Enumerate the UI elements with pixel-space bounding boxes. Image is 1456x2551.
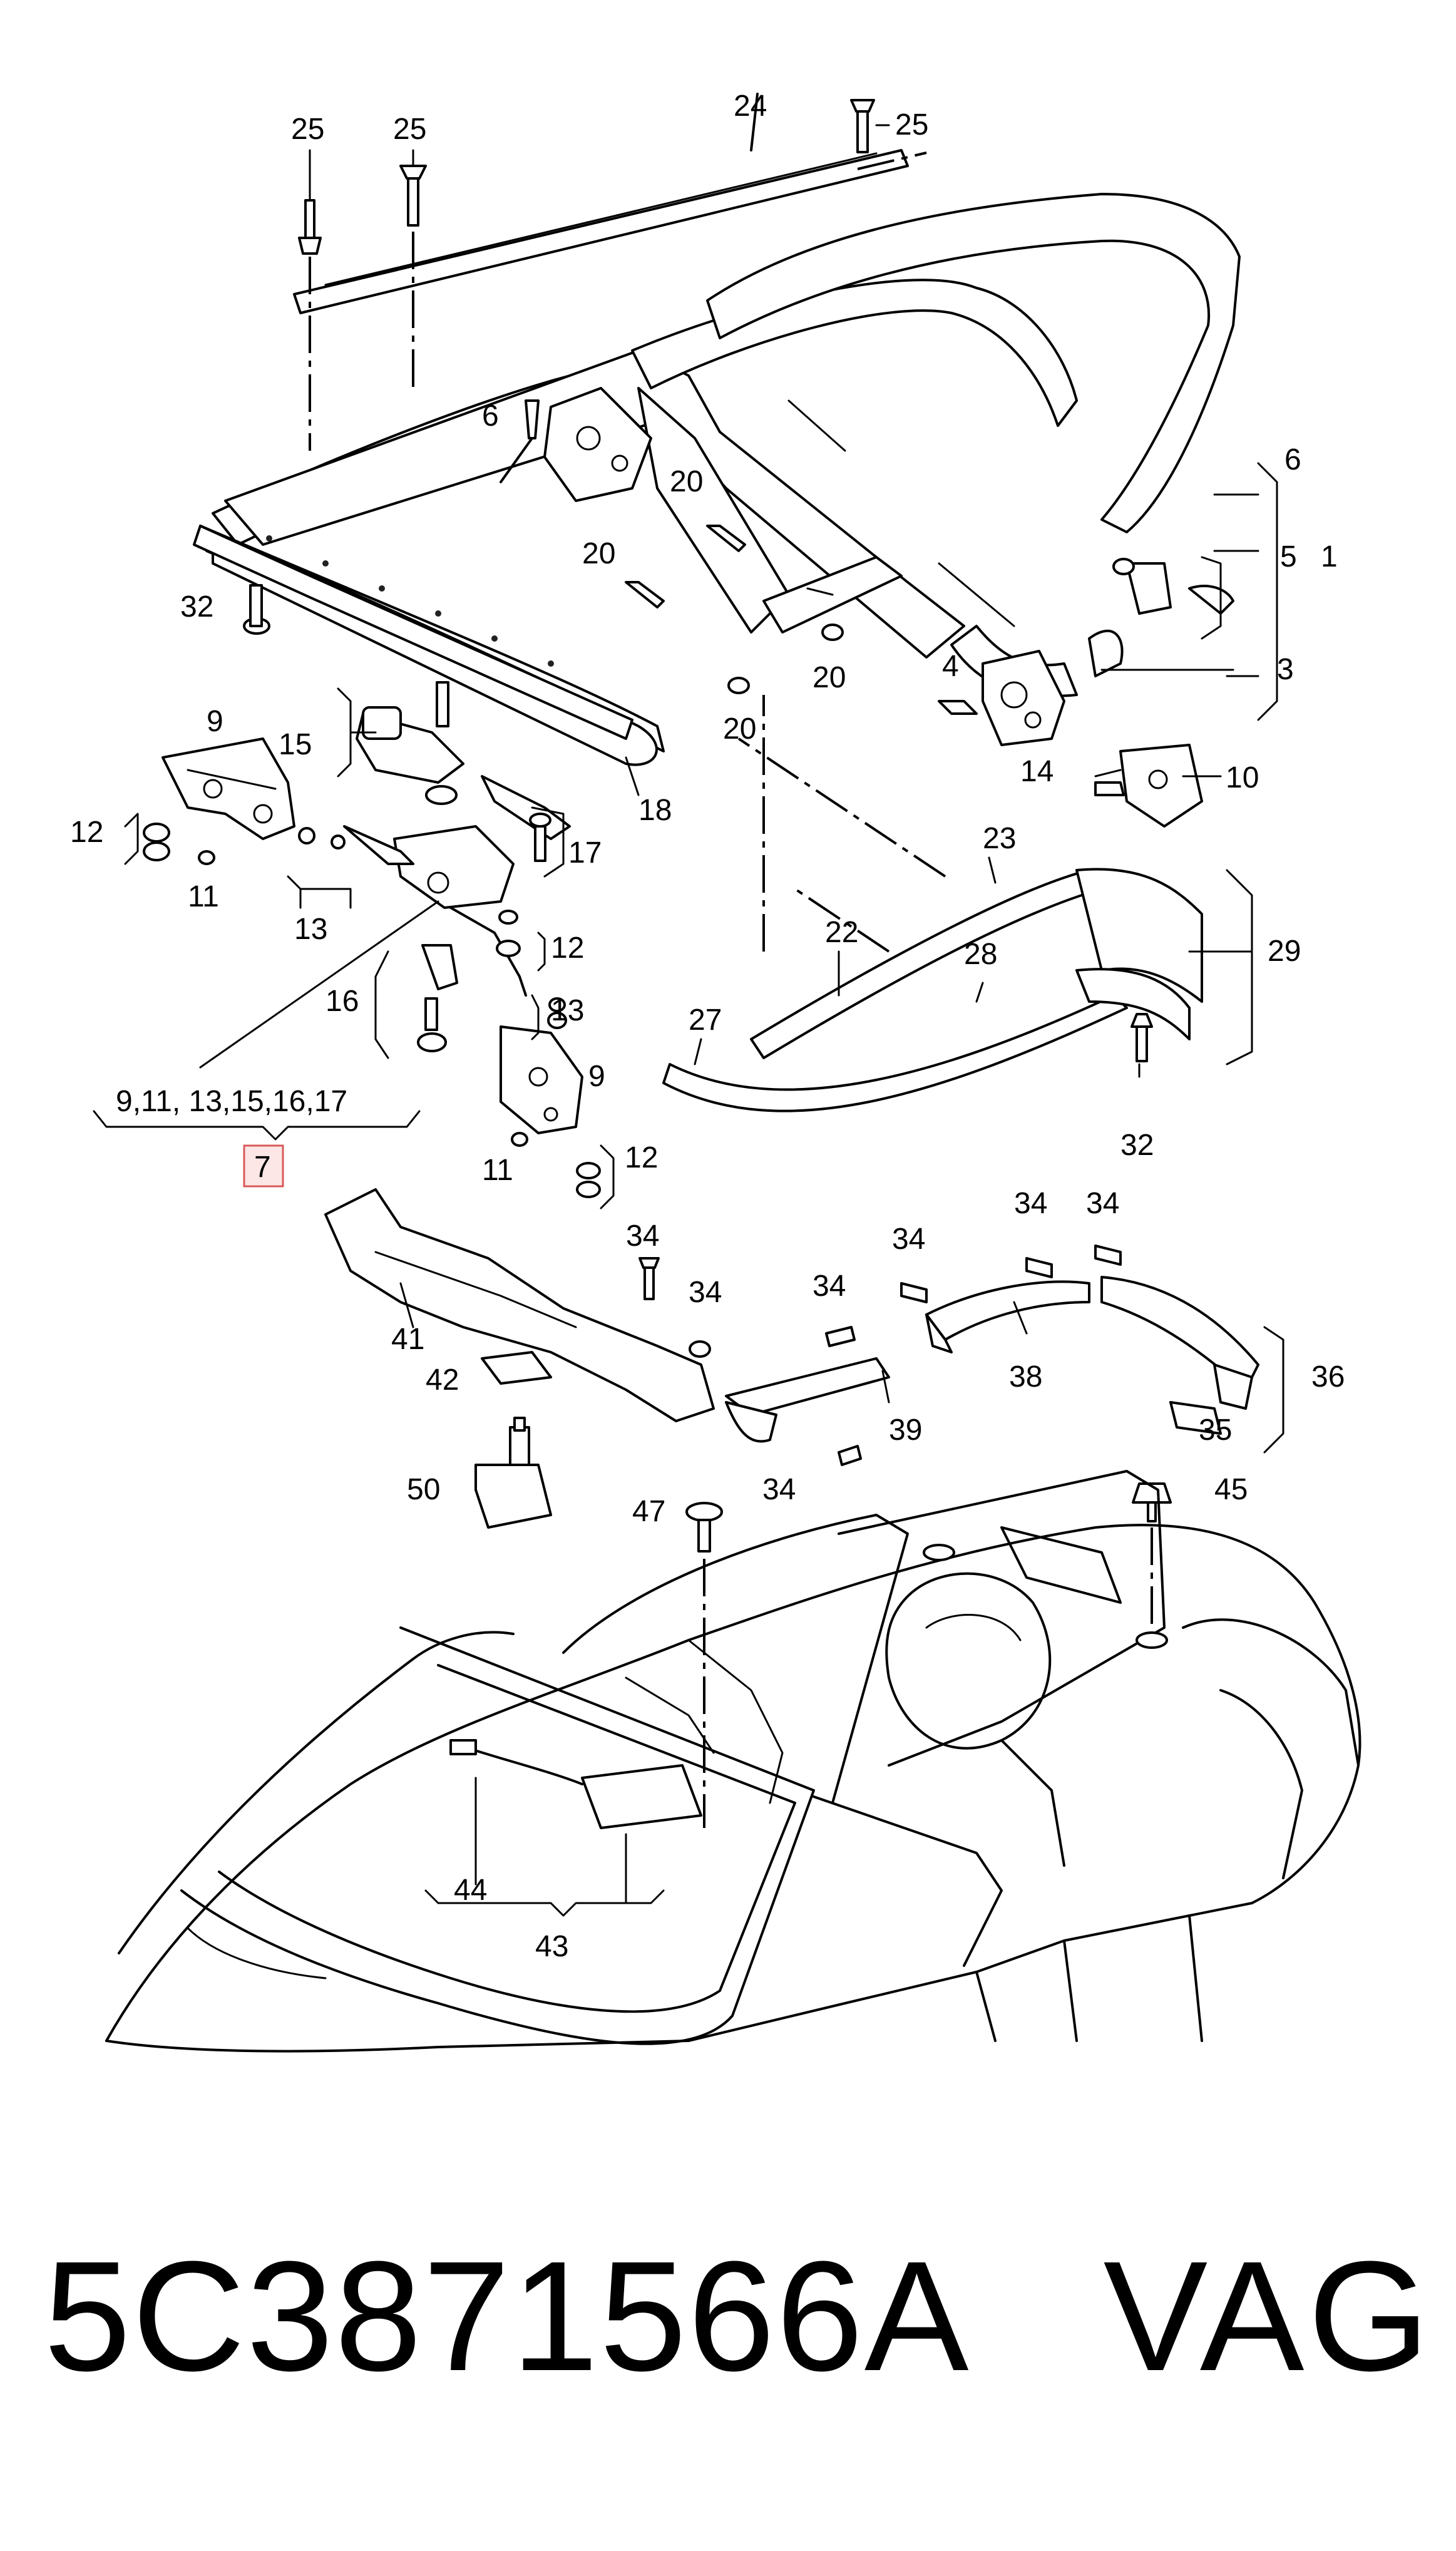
callout-6: 6	[482, 399, 499, 433]
callout-42: 42	[426, 1363, 459, 1397]
callout-7: 7	[254, 1151, 271, 1184]
callout-25: 25	[393, 113, 426, 146]
callout-9: 9	[207, 705, 223, 738]
callout-34: 34	[1086, 1187, 1119, 1220]
callout-11: 11	[188, 880, 219, 913]
callout-12: 12	[70, 816, 103, 849]
screw-icon	[685, 1502, 723, 1828]
callout-34: 34	[689, 1276, 722, 1309]
callout-13: 13	[551, 994, 584, 1027]
callout-28: 28	[964, 938, 997, 971]
trim-36	[1100, 1276, 1259, 1435]
callout-25: 25	[291, 113, 324, 146]
hinge-bracket-right	[500, 1025, 583, 1134]
callout-34: 34	[626, 1219, 659, 1253]
callout-20: 20	[582, 537, 615, 570]
callout-3: 3	[1277, 653, 1294, 686]
callout-43: 43	[535, 1930, 568, 1963]
callout-6: 6	[1284, 443, 1301, 476]
linkage-plate	[343, 775, 571, 997]
callout-44: 44	[454, 1874, 487, 1907]
callout-9: 9	[588, 1060, 605, 1093]
front-bow-seal	[193, 525, 633, 740]
callout-5: 5	[1280, 540, 1297, 573]
callout-45: 45	[1214, 1473, 1248, 1506]
callout-12: 12	[551, 932, 584, 965]
callout-29: 29	[1268, 935, 1301, 968]
screw-icon	[525, 399, 746, 608]
callout-36: 36	[1311, 1360, 1345, 1394]
screw-icon	[638, 1245, 1122, 1466]
callout-35: 35	[1199, 1414, 1232, 1447]
callout-39: 39	[889, 1414, 922, 1447]
callout-17: 17	[568, 836, 602, 870]
roof-front-trim-strip	[293, 93, 927, 314]
callout-38: 38	[1009, 1360, 1042, 1394]
callout-1: 1	[1321, 540, 1338, 573]
bolt-icon	[529, 813, 551, 862]
footer: 5C3871566A VAG	[25, 2229, 1440, 2404]
side-hinge-assembly	[938, 558, 1234, 828]
callout-group-7: 9,11, 13,15,16,17	[116, 1085, 347, 1118]
bolt-icon	[298, 199, 322, 451]
stop-50	[474, 1417, 552, 1529]
callout-22: 22	[825, 916, 858, 949]
callout-labels: 25 25 24 25 6 6 20 20 20 20 5 1 32 3 4 9…	[70, 90, 1345, 1963]
rear-trim-panel	[324, 1188, 715, 1422]
callout-24: 24	[734, 90, 767, 123]
hinge-bracket-left	[161, 737, 295, 840]
callout-34: 34	[1014, 1187, 1047, 1220]
callout-25: 25	[895, 108, 928, 141]
callout-10: 10	[1226, 761, 1259, 794]
callout-20: 20	[723, 712, 756, 746]
vehicle-body	[105, 1470, 1361, 2053]
side-trim-39	[725, 1357, 890, 1443]
callout-34: 34	[813, 1270, 846, 1303]
callout-23: 23	[983, 822, 1016, 855]
callout-34: 34	[762, 1473, 796, 1506]
bracket-16	[417, 944, 458, 1052]
group-leader-lines	[93, 900, 439, 1141]
screw-icon	[850, 99, 875, 153]
side-seal-strips	[662, 695, 1203, 1112]
callout-20: 20	[670, 465, 703, 498]
drive-motor	[356, 681, 464, 805]
callout-27: 27	[689, 1003, 722, 1037]
callout-32: 32	[1120, 1129, 1154, 1162]
washer-icon	[727, 624, 844, 694]
callout-50: 50	[407, 1473, 440, 1506]
callout-15: 15	[279, 728, 312, 761]
brand-label: VAG	[1103, 2229, 1433, 2403]
part-number: 5C3871566A	[44, 2229, 970, 2403]
clip-42	[481, 1351, 552, 1385]
callout-18: 18	[638, 794, 672, 827]
callout-32: 32	[180, 590, 213, 624]
callout-16: 16	[326, 985, 359, 1018]
clip-45	[1132, 1482, 1172, 1634]
callout-4: 4	[942, 650, 959, 683]
callout-11: 11	[482, 1154, 513, 1187]
trim-38	[925, 1280, 1090, 1353]
screw-icon	[399, 165, 427, 388]
sensor-module	[424, 1739, 702, 1917]
callout-13: 13	[294, 913, 327, 946]
callout-7-box: 7	[243, 1144, 284, 1188]
callout-41: 41	[391, 1323, 424, 1356]
bolt-icon	[243, 584, 270, 635]
callout-leaders	[124, 124, 1284, 1454]
callout-12: 12	[625, 1141, 658, 1174]
callout-47: 47	[632, 1495, 665, 1528]
callout-14: 14	[1020, 755, 1054, 788]
washer-icon	[143, 823, 601, 1198]
callout-34: 34	[892, 1223, 925, 1256]
callout-20: 20	[813, 661, 846, 694]
